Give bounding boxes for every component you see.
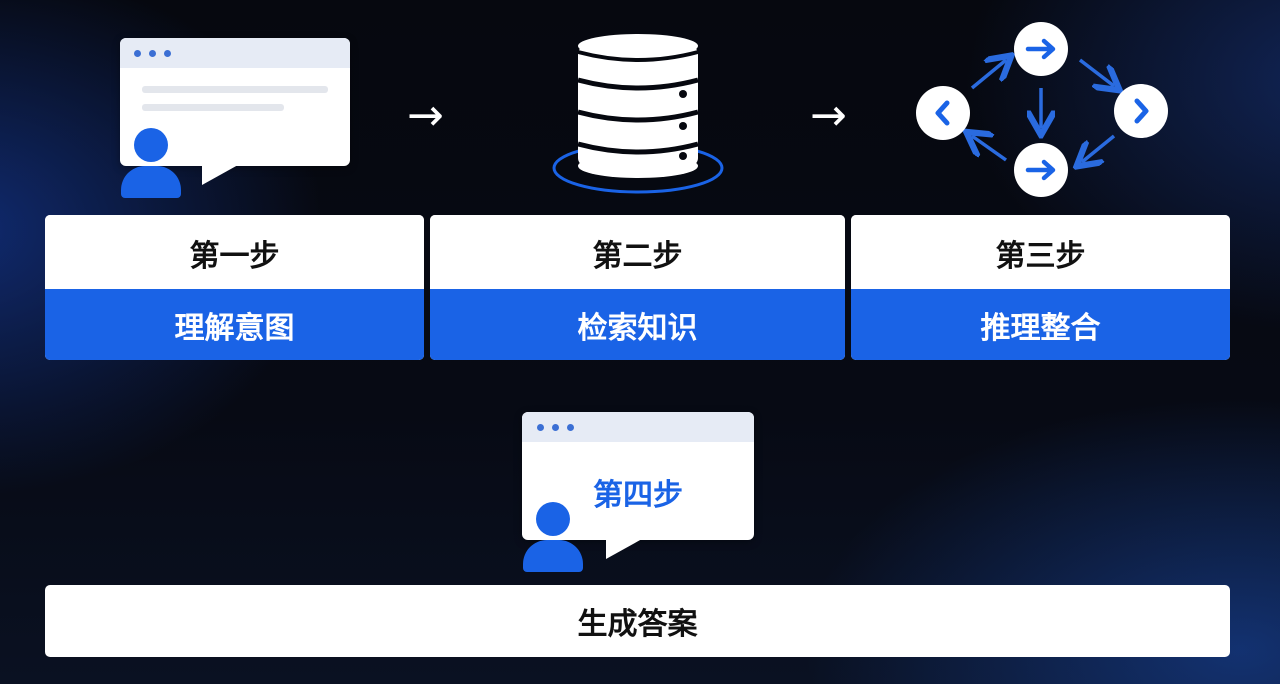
window-dot-icon — [149, 50, 156, 57]
step-label: 第三步 — [851, 215, 1230, 289]
window-dot-icon — [537, 424, 544, 431]
chat-bubble-tail — [606, 539, 642, 559]
step-card-1: 第一步 理解意图 — [45, 215, 424, 360]
step-card-3: 第三步 推理整合 — [851, 215, 1230, 360]
step-label: 第一步 — [45, 215, 424, 289]
chat-window-titlebar — [120, 38, 350, 68]
flow-arrow-icon: → — [810, 90, 847, 141]
user-avatar-icon — [536, 502, 570, 536]
reasoning-cycle-icon — [916, 22, 1168, 197]
window-dot-icon — [134, 50, 141, 57]
database-icon — [552, 34, 724, 194]
window-dot-icon — [164, 50, 171, 57]
text-line-placeholder — [142, 86, 328, 93]
step-card-2: 第二步 检索知识 — [430, 215, 845, 360]
step-action-label: 推理整合 — [851, 289, 1230, 360]
text-line-placeholder — [142, 104, 284, 111]
window-dot-icon — [567, 424, 574, 431]
chat-bubble-tail — [202, 165, 238, 185]
chat-window-titlebar — [522, 412, 754, 442]
user-avatar-body — [121, 166, 181, 198]
step4-label: 第四步 — [593, 478, 683, 513]
user-avatar-body — [523, 540, 583, 572]
step-label: 第二步 — [430, 215, 845, 289]
step-action-label: 检索知识 — [430, 289, 845, 360]
flow-arrow-icon: → — [407, 90, 444, 141]
user-avatar-icon — [134, 128, 168, 162]
window-dot-icon — [552, 424, 559, 431]
step-action-label: 理解意图 — [45, 289, 424, 360]
final-answer-bar: 生成答案 — [45, 585, 1230, 657]
